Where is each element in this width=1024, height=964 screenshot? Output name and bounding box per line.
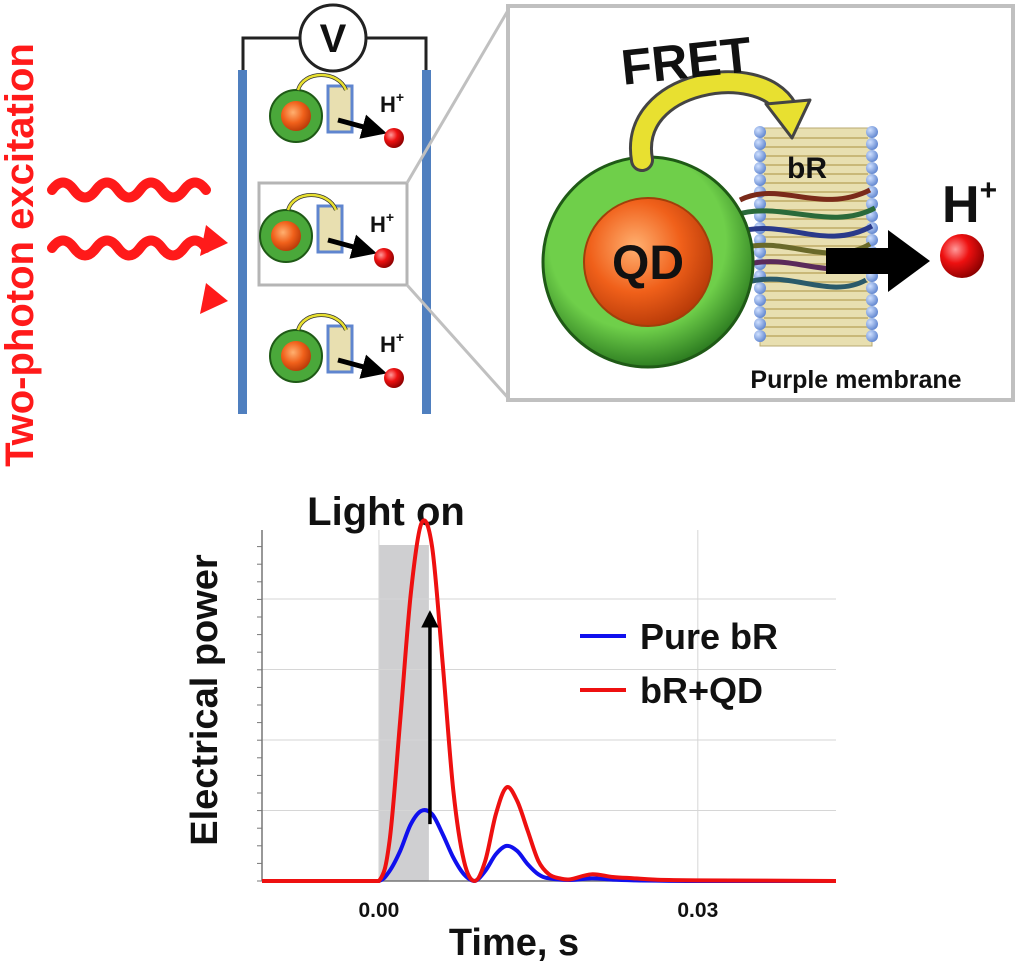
voltmeter-icon: [298, 3, 368, 73]
legend-label: Pure bR: [640, 616, 778, 657]
legend: Pure bR bR+QD: [580, 616, 778, 711]
proton-label: H+: [380, 89, 404, 117]
series-line-br-qd: [262, 518, 837, 884]
qd-br-unit: H+: [269, 313, 404, 388]
qd-label: QD: [612, 237, 684, 290]
voltmeter-symbol: V: [320, 17, 347, 61]
y-axis-label: Electrical power: [184, 554, 226, 846]
purple-membrane-label: Purple membrane: [750, 366, 961, 394]
zoom-connector: [405, 283, 512, 402]
x-axis-label: Time, s: [449, 922, 579, 964]
proton-label: H+: [942, 174, 997, 234]
proton-icon: [940, 234, 984, 278]
series-line-pure-br: [262, 808, 836, 884]
zoom-connector: [405, 6, 512, 184]
left-electrode: [238, 70, 247, 414]
proton-icon: [384, 368, 404, 388]
light-on-band: [378, 545, 429, 881]
electrochemical-cell: V: [238, 3, 512, 414]
proton-icon: [374, 248, 394, 268]
proton-transfer-arrow-icon: [826, 230, 930, 292]
highlight-box: [257, 181, 409, 287]
excitation-wave-icon: [47, 235, 228, 314]
quantum-dot-icon: [541, 155, 755, 369]
right-electrode: [422, 70, 431, 414]
proton-icon: [384, 128, 404, 148]
zoom-panel: QD FRET bR H+ Purple membrane: [506, 4, 1015, 402]
two-photon-excitation-label: Two-photon excitation: [0, 43, 42, 467]
br-label: bR: [787, 152, 827, 185]
fret-label: FRET: [618, 26, 754, 95]
purple-membrane-icon: [734, 126, 878, 347]
x-tick-label: 0.00: [358, 899, 399, 922]
proton-label: H+: [370, 209, 394, 237]
legend-label: bR+QD: [640, 670, 763, 711]
proton-label: H+: [380, 329, 404, 357]
qd-br-unit: H+: [259, 193, 394, 268]
x-tick-label: 0.03: [677, 899, 718, 922]
fret-arrow-icon: [629, 70, 812, 172]
light-on-label: Light on: [307, 490, 465, 534]
qd-br-unit: H+: [269, 73, 404, 148]
